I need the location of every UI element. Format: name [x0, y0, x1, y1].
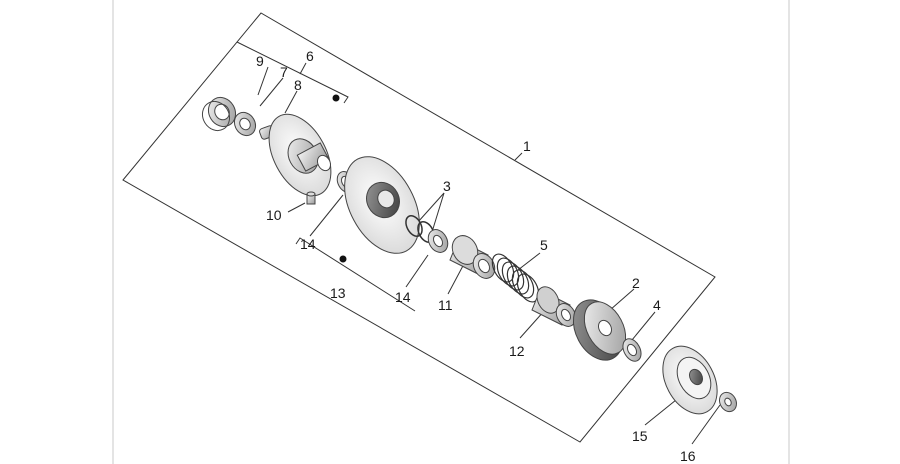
nut-part-16 — [719, 391, 737, 413]
leader-lines — [257, 62, 721, 445]
pulley-part-13 — [344, 156, 420, 254]
callout-9: 9 — [256, 53, 264, 69]
callout-16: 16 — [680, 448, 696, 464]
clutch-bell-part-15 — [662, 345, 718, 415]
callout-6: 6 — [306, 48, 314, 64]
callout-3: 3 — [443, 178, 451, 194]
ring-part-7 — [233, 111, 257, 137]
callout-2: 2 — [632, 275, 640, 291]
callout-13: 13 — [330, 285, 346, 301]
callout-15: 15 — [632, 428, 648, 444]
group-bracket-13 — [295, 237, 416, 312]
marker-dot — [332, 94, 340, 102]
callout-11: 11 — [438, 297, 453, 313]
spring-part-5 — [491, 253, 540, 303]
callout-12: 12 — [509, 343, 525, 359]
pulley-part-6 — [268, 113, 332, 197]
bearing-part-9 — [201, 96, 237, 132]
callout-14-lower: 14 — [395, 289, 411, 305]
callout-5: 5 — [540, 237, 548, 253]
clutch-part-2 — [572, 299, 627, 361]
callout-14-upper: 14 — [300, 236, 316, 252]
assembly-outline — [122, 12, 716, 443]
marker-dot — [339, 255, 347, 263]
seal-part-14-lower — [427, 229, 449, 253]
nut-part-4 — [622, 338, 642, 362]
spacer-part-12 — [531, 286, 577, 327]
callout-4: 4 — [653, 297, 661, 313]
screw-part-10 — [306, 191, 316, 205]
sleeve-part-11 — [449, 235, 496, 279]
callout-1: 1 — [523, 138, 531, 154]
callout-8: 8 — [294, 77, 302, 93]
callout-10: 10 — [266, 207, 282, 223]
callout-7: 7 — [280, 64, 288, 80]
group-bracket-6 — [236, 41, 349, 104]
